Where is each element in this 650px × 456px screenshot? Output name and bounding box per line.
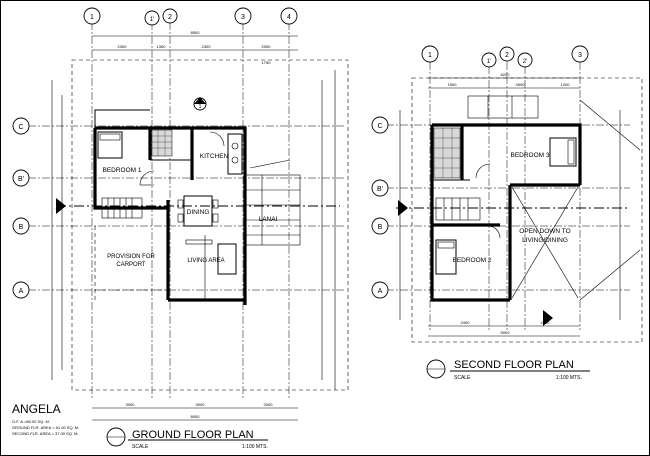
second-plan-title: SECOND FLOOR PLAN bbox=[454, 359, 574, 371]
ground-toilet-tiles bbox=[151, 129, 173, 157]
grid2-label-2: 2 bbox=[505, 52, 509, 59]
grid-label-2: 2 bbox=[168, 14, 172, 21]
project-info-1: G.F. A.=80.00 SQ. M. bbox=[12, 419, 50, 424]
grid-bubble-c bbox=[12, 117, 30, 135]
dim-bottom-total: 8000 bbox=[191, 414, 201, 419]
label-bedroom3: BEDROOM 3 bbox=[510, 152, 549, 159]
grid2-bubble-3 bbox=[571, 45, 589, 63]
dim2-top-2: 4500 bbox=[516, 82, 526, 87]
bedroom2-bed bbox=[435, 239, 457, 275]
dim-top-total: 8500 bbox=[191, 30, 201, 35]
grid2-label-1: 1 bbox=[428, 52, 432, 59]
grid-bubble-2 bbox=[162, 8, 178, 24]
ground-plan-title: GROUND FLOOR PLAN bbox=[132, 429, 254, 441]
label-kitchen: KITCHEN bbox=[200, 153, 229, 160]
dim2-bottom-total: 5000 bbox=[501, 330, 511, 335]
dim-top-4: 2000 bbox=[262, 44, 272, 49]
kitchen-counter bbox=[227, 133, 243, 175]
grid2-label-bp: B' bbox=[377, 186, 383, 193]
label-lanai: LANAI bbox=[259, 216, 278, 223]
grid-bubble-4 bbox=[280, 7, 298, 25]
grid-label-4: 4 bbox=[287, 14, 291, 21]
dim-top-5: 1750 bbox=[262, 60, 272, 65]
detail-marker-label: 1 bbox=[199, 104, 202, 110]
second-floor-plan bbox=[371, 45, 643, 343]
dim-top-2: 1300 bbox=[157, 44, 167, 49]
grid-bubble-3 bbox=[234, 7, 252, 25]
grid-bubble-a bbox=[12, 281, 30, 299]
grid-label-b: B bbox=[19, 224, 24, 231]
dim2-top-total: 6200 bbox=[501, 72, 511, 77]
dim-bottom-1: 3000 bbox=[126, 402, 136, 407]
section-arrow-left bbox=[56, 198, 66, 214]
dim-bottom-2: 3000 bbox=[196, 402, 206, 407]
ground-floor-plan bbox=[12, 7, 349, 421]
grid2-bubble-bp bbox=[371, 179, 389, 197]
bedroom3-bed bbox=[549, 137, 577, 167]
grid-label-1p: 1' bbox=[150, 17, 154, 23]
grid2-label-3: 3 bbox=[578, 52, 582, 59]
grid2-label-a: A bbox=[378, 288, 383, 295]
grid2-bubble-2 bbox=[499, 46, 515, 62]
grid-bubble-1 bbox=[83, 7, 101, 25]
second-balcony bbox=[467, 95, 539, 119]
second-toilet-tiles bbox=[433, 127, 461, 179]
project-info-3: SECOND FLR. AREA = 37.00 SQ. M. bbox=[12, 431, 79, 436]
grid-label-a: A bbox=[19, 288, 24, 295]
second-scale-value: 1:100 MTS. bbox=[556, 375, 582, 381]
grid2-bubble-1 bbox=[421, 45, 439, 63]
bedroom1-bed bbox=[97, 131, 123, 159]
lanai-steps bbox=[245, 174, 301, 246]
grid-label-3: 3 bbox=[241, 14, 245, 21]
grid-label-c: C bbox=[18, 124, 23, 131]
grid2-bubble-b bbox=[371, 217, 389, 235]
second-stairs bbox=[435, 197, 481, 221]
ground-scale-value: 1:100 MTS. bbox=[242, 444, 268, 450]
dim2-bottom-2: 2600 bbox=[541, 320, 551, 325]
dim2-bottom-1: 2400 bbox=[461, 320, 471, 325]
dim-top-1: 2300 bbox=[118, 44, 128, 49]
dining-table bbox=[183, 195, 213, 227]
grid-label-bp: B' bbox=[18, 176, 24, 183]
dim-bottom-3: 2000 bbox=[264, 402, 274, 407]
grid2-label-c: C bbox=[377, 123, 382, 130]
ground-lot-line bbox=[71, 59, 349, 391]
label-open-below-2: LIVING/DINING bbox=[522, 237, 568, 244]
label-dining: DINING bbox=[187, 209, 210, 216]
ground-stairs bbox=[101, 197, 143, 219]
label-open-below-1: OPEN DOWN TO bbox=[519, 228, 570, 235]
grid2-bubble-a bbox=[371, 281, 389, 299]
grid-label-1: 1 bbox=[90, 14, 94, 21]
grid2-label-2p: 2' bbox=[523, 59, 527, 65]
section-marker-label: A bbox=[55, 204, 60, 211]
grid2-bubble-2p bbox=[517, 52, 533, 68]
grid2-bubble-1p bbox=[481, 52, 497, 68]
label-bedroom2: BEDROOM 2 bbox=[452, 257, 491, 264]
grid-bubble-b bbox=[12, 217, 30, 235]
dim-top-3: 2300 bbox=[202, 44, 212, 49]
label-bedroom1: BEDROOM 1 bbox=[102, 167, 141, 174]
dim2-top-3: 1200 bbox=[561, 82, 571, 87]
grid-bubble-1p bbox=[144, 10, 160, 26]
label-carport-1: PROVISION FOR bbox=[107, 254, 155, 260]
living-sofa bbox=[217, 243, 237, 275]
ground-scale-label: SCALE bbox=[132, 444, 149, 450]
label-carport-2: CARPORT bbox=[116, 262, 146, 268]
grid2-bubble-c bbox=[371, 116, 389, 134]
project-info-2: GROUND FLR. AREA = 51.00 SQ. M. bbox=[12, 425, 79, 430]
grid-bubble-bp bbox=[12, 169, 30, 187]
grid2-label-1p: 1' bbox=[487, 59, 491, 65]
grid2-label-b: B bbox=[378, 224, 383, 231]
second-lot-line bbox=[411, 77, 643, 343]
project-name: ANGELA bbox=[12, 402, 61, 416]
dim2-top-1: 1500 bbox=[448, 82, 458, 87]
label-living: LIVING AREA bbox=[187, 258, 224, 264]
second-scale-label: SCALE bbox=[454, 375, 471, 381]
